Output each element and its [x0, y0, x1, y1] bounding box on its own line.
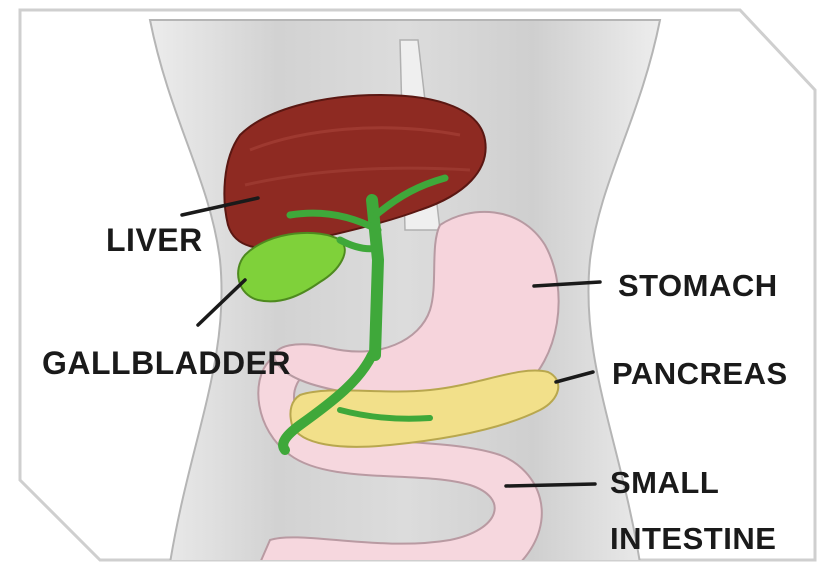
pancreas-label: PANCREAS: [612, 356, 788, 392]
gallbladder-label: GALLBLADDER: [42, 345, 291, 382]
small-intestine-label-line1: SMALL: [610, 465, 719, 501]
liver-label: LIVER: [106, 222, 203, 259]
stomach-label: STOMACH: [618, 268, 778, 304]
small-intestine-label-line2: INTESTINE: [610, 521, 776, 557]
small-intestine-pointer: [506, 484, 595, 486]
